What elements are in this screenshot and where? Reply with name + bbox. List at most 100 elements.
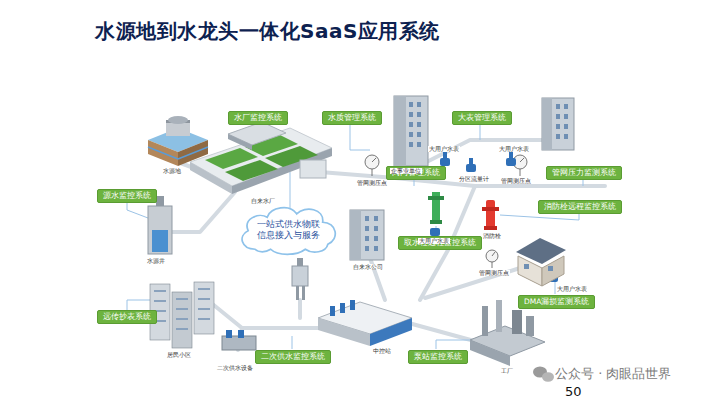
residential-blocks-part-part <box>154 290 166 292</box>
site-label: 企事业单位 <box>390 168 422 174</box>
office-tower-part <box>394 96 428 166</box>
right-building-part-part <box>564 124 568 129</box>
site-label: 消防栓 <box>482 233 502 239</box>
site-label: 工厂 <box>500 368 514 374</box>
utility-office-part-part <box>374 246 378 251</box>
residential-blocks-part-part <box>176 308 188 310</box>
office-tower-part-part <box>409 112 413 117</box>
water-plant-part <box>228 134 252 150</box>
factory-part <box>482 306 488 336</box>
water-tower-part <box>302 286 305 300</box>
secondary-supply-unit-part <box>222 336 256 350</box>
leader-lines <box>127 123 583 349</box>
site-label: 大用户水表 <box>418 238 450 244</box>
right-building-part-part <box>556 104 560 109</box>
pressure-gauges-part <box>520 169 521 176</box>
system-label-box: 管网压力监测系统 <box>546 166 622 180</box>
pump-station-part <box>350 300 355 310</box>
pump-station-part <box>330 306 335 316</box>
site-label: 中控站 <box>372 348 392 354</box>
right-building-part-part <box>564 134 568 139</box>
valves-meters-part <box>469 158 473 164</box>
right-building <box>542 98 574 150</box>
secondary-supply-unit-part <box>226 330 232 338</box>
utility-office-part <box>350 210 361 260</box>
site-label: 水源地 <box>162 168 182 174</box>
pump-station-part <box>318 318 370 346</box>
valves-meters-part <box>443 152 447 158</box>
site-label: 自来水公司 <box>352 264 384 270</box>
water-source-house-part <box>168 116 188 124</box>
pipe-network-part <box>425 268 520 298</box>
secondary-supply-unit <box>222 330 256 350</box>
valves-meters-part <box>506 158 516 166</box>
residential-blocks-part-part <box>198 308 210 310</box>
leader-lines-part <box>480 123 481 140</box>
fire-hydrant-part <box>482 207 499 211</box>
slide-title: 水源地到水龙头一体化SaaS应用系统 <box>95 18 440 45</box>
site-label: 管网测压点 <box>500 178 532 184</box>
residential-house-part <box>548 266 553 271</box>
pressure-gauges-part <box>372 169 373 176</box>
site-label: 水源井 <box>146 258 166 264</box>
pressure-gauges-part <box>520 158 524 162</box>
source-well-part <box>148 206 172 254</box>
wechat-icon-part <box>542 372 554 382</box>
system-label-box: 消防栓远程监控系统 <box>538 200 622 214</box>
residential-blocks-part-part <box>176 328 188 330</box>
system-label-box: 远传抄表系统 <box>97 310 157 324</box>
utility-office <box>350 210 384 260</box>
office-tower-part-part <box>417 132 421 137</box>
system-name: 大表管理系统 <box>458 113 506 123</box>
residential-blocks-part-part <box>176 298 188 300</box>
pressure-gauges-part <box>365 155 379 169</box>
residential-house-part <box>518 256 542 286</box>
system-label-box: 二次供水监控系统 <box>255 350 331 364</box>
system-name: 泵站监控系统 <box>414 352 462 362</box>
water-tower-part <box>296 286 299 300</box>
pipe-network-part <box>320 140 545 178</box>
water-tower-part <box>297 258 303 266</box>
source-well-part <box>152 230 168 252</box>
pressure-gauges <box>365 155 527 268</box>
factory-part <box>526 316 534 336</box>
system-name: 消防栓远程监控系统 <box>544 202 616 212</box>
factory-part <box>512 310 522 334</box>
system-name: 远传抄表系统 <box>103 312 151 322</box>
utility-office-part-part <box>374 236 378 241</box>
source-well <box>148 196 172 254</box>
intake-hydrant <box>428 192 444 224</box>
residential-blocks-part <box>154 288 210 330</box>
office-tower-part-part <box>417 142 421 147</box>
utility-office-part-part <box>365 226 369 231</box>
site-label: 大用户水表 <box>556 286 588 292</box>
site-label: 大用户水表 <box>498 146 530 152</box>
residential-blocks-part-part <box>198 318 210 320</box>
utility-office-part <box>350 210 384 260</box>
system-label-box: 水厂监控系统 <box>228 111 288 125</box>
pressure-gauges-part <box>492 262 493 268</box>
system-label-box: 泵站监控系统 <box>408 350 468 364</box>
right-building-part <box>542 98 552 150</box>
water-plant-part <box>225 160 278 181</box>
valves-meters-part <box>466 164 476 172</box>
site-label: 管网测压点 <box>478 270 510 276</box>
page-number: 50 <box>565 384 582 400</box>
office-tower-part-part <box>417 122 421 127</box>
utility-office-part <box>365 216 378 251</box>
valves-meters-part <box>509 152 513 158</box>
cloud-text: 一站式供水物联信息接入与服务 <box>256 219 320 241</box>
water-plant-part <box>300 160 326 178</box>
leader-lines-part <box>436 340 470 349</box>
site-label: 大用户水表 <box>428 146 460 152</box>
site-label: 管网测压点 <box>356 180 388 186</box>
office-tower-part <box>394 96 406 166</box>
utility-office-part-part <box>374 216 378 221</box>
utility-office-part-part <box>365 236 369 241</box>
utility-office-part-part <box>365 246 369 251</box>
residential-house-part <box>542 256 564 286</box>
office-tower-part-part <box>409 122 413 127</box>
system-name: 水质管理系统 <box>328 113 376 123</box>
system-label-box: 水质管理系统 <box>322 111 382 125</box>
